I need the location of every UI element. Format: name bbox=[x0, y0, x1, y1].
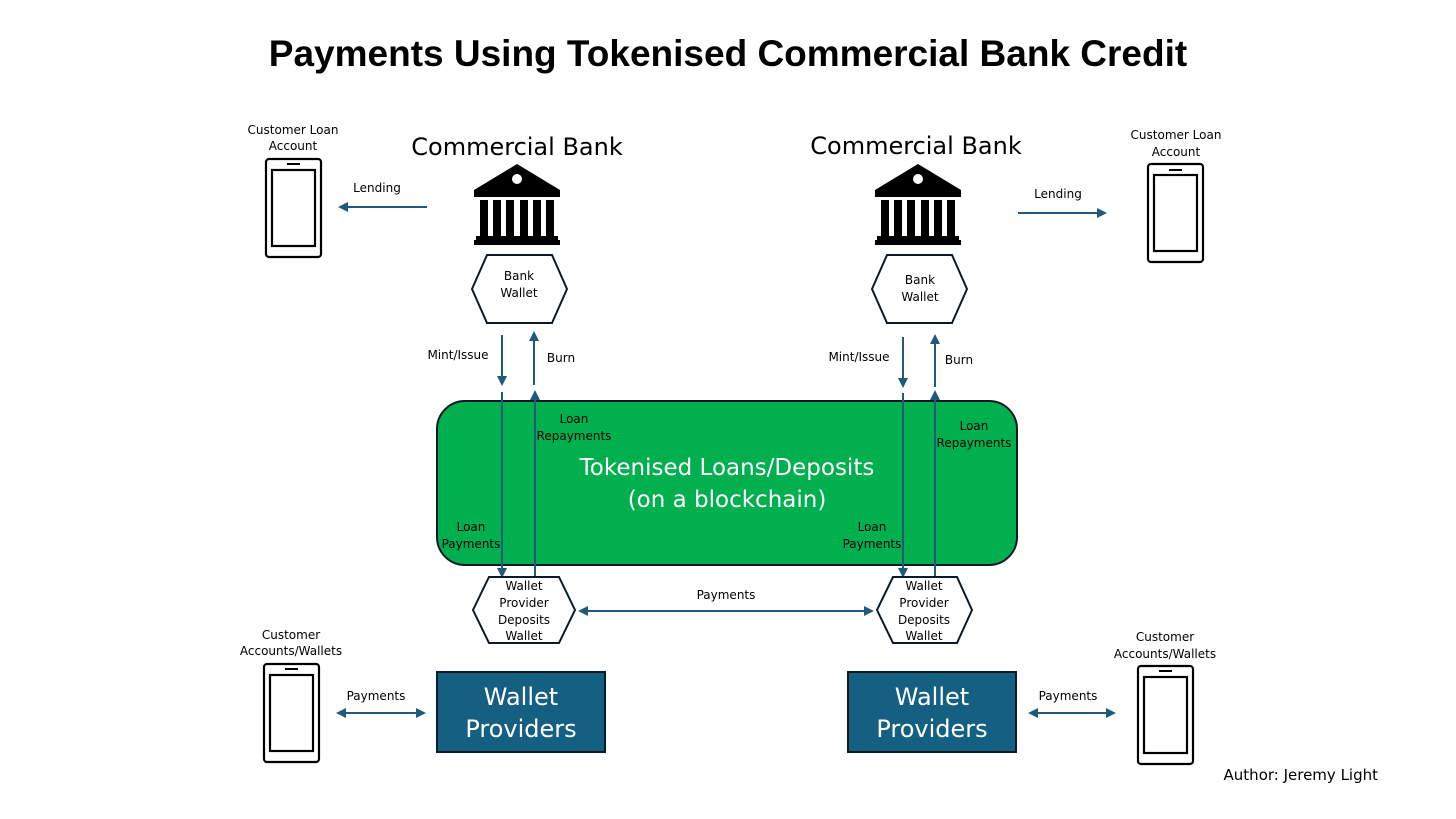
left-wp-deposits-label-1: Wallet bbox=[505, 579, 543, 593]
right-loan-payments-label-1: Loan bbox=[858, 520, 887, 534]
right-wp-deposits-label-3: Deposits bbox=[898, 613, 950, 627]
right-bank-title: Commercial Bank bbox=[810, 132, 1022, 160]
right-bank-group: Commercial Bank Bank Wallet bbox=[810, 132, 1022, 324]
left-wp-deposits-label-3: Deposits bbox=[498, 613, 550, 627]
right-customer-loan-label-1: Customer Loan bbox=[1131, 128, 1222, 142]
left-customer-loan-account: Customer Loan Account bbox=[248, 123, 339, 259]
right-bank-wallet-label-2: Wallet bbox=[901, 290, 939, 304]
right-bank-wallet-hexagon bbox=[870, 254, 969, 324]
left-wallet-providers-box bbox=[436, 671, 606, 753]
left-bank-wallet-label-1: Bank bbox=[504, 269, 534, 283]
diagram-title: Payments Using Tokenised Commercial Bank… bbox=[269, 33, 1187, 74]
right-bank-building-icon bbox=[875, 164, 961, 245]
left-bank-group: Commercial Bank Bank Wallet bbox=[411, 133, 623, 324]
left-burn-label: Burn bbox=[547, 351, 575, 365]
left-wp-deposits-label-2: Provider bbox=[499, 596, 548, 610]
left-wp-deposits-label-4: Wallet bbox=[505, 629, 543, 643]
right-customer-loan-label-2: Account bbox=[1152, 145, 1201, 159]
right-wallet-providers-label-2: Providers bbox=[876, 715, 987, 743]
left-loan-payments-label-1: Loan bbox=[457, 520, 486, 534]
blockchain-label-1: Tokenised Loans/Deposits bbox=[579, 455, 875, 481]
right-customer-phone-icon bbox=[1136, 664, 1195, 766]
left-loan-repayments-label-2: Repayments bbox=[537, 429, 612, 443]
right-wallet-providers-box bbox=[847, 671, 1017, 753]
left-mint-label: Mint/Issue bbox=[427, 348, 488, 362]
left-loan-payments-label-2: Payments bbox=[442, 537, 501, 551]
left-wallet-providers-label-1: Wallet bbox=[484, 683, 558, 711]
author-credit: Author: Jeremy Light bbox=[1224, 766, 1379, 784]
left-customer-loan-label-1: Customer Loan bbox=[248, 123, 339, 137]
right-wp-deposits-wallet-hexagon bbox=[875, 576, 974, 644]
left-bank-title: Commercial Bank bbox=[411, 133, 623, 161]
right-customer-payments-label: Payments bbox=[1039, 689, 1098, 703]
left-bank-building-icon bbox=[474, 164, 560, 245]
right-mint-label: Mint/Issue bbox=[828, 350, 889, 364]
right-customer-loan-account: Customer Loan Account bbox=[1131, 128, 1222, 264]
right-loan-phone-icon bbox=[1146, 162, 1205, 264]
left-customer-payments-label: Payments bbox=[347, 689, 406, 703]
right-loan-payments-label-2: Payments bbox=[843, 537, 902, 551]
right-bank-wallet-label-1: Bank bbox=[905, 273, 935, 287]
right-wp-deposits-label-1: Wallet bbox=[905, 579, 943, 593]
right-wallet-providers-label-1: Wallet bbox=[895, 683, 969, 711]
left-customer-phone-icon bbox=[262, 662, 321, 764]
blockchain-box bbox=[436, 400, 1018, 566]
right-wp-deposits-label-2: Provider bbox=[899, 596, 948, 610]
left-customer-accounts-label-2: Accounts/Wallets bbox=[240, 644, 342, 658]
left-customer-accounts-label-1: Customer bbox=[262, 628, 320, 642]
right-customer-accounts-label-2: Accounts/Wallets bbox=[1114, 647, 1216, 661]
right-burn-label: Burn bbox=[945, 353, 973, 367]
left-bank-wallet-label-2: Wallet bbox=[500, 286, 538, 300]
left-loan-phone-icon bbox=[264, 157, 323, 259]
blockchain-label-2: (on a blockchain) bbox=[628, 487, 827, 513]
right-loan-repayments-label-2: Repayments bbox=[937, 436, 1012, 450]
interbank-payments-label: Payments bbox=[697, 588, 756, 602]
right-wp-deposits-label-4: Wallet bbox=[905, 629, 943, 643]
left-customer-loan-label-2: Account bbox=[269, 139, 318, 153]
left-wp-deposits-wallet-hexagon bbox=[471, 576, 577, 644]
left-bank-wallet-hexagon bbox=[470, 254, 569, 324]
right-customer-accounts-label-1: Customer bbox=[1136, 630, 1194, 644]
left-loan-repayments-label-1: Loan bbox=[560, 412, 589, 426]
right-loan-repayments-label-1: Loan bbox=[960, 419, 989, 433]
left-wallet-providers-label-2: Providers bbox=[465, 715, 576, 743]
left-lending-label: Lending bbox=[353, 181, 401, 195]
right-lending-label: Lending bbox=[1034, 187, 1082, 201]
